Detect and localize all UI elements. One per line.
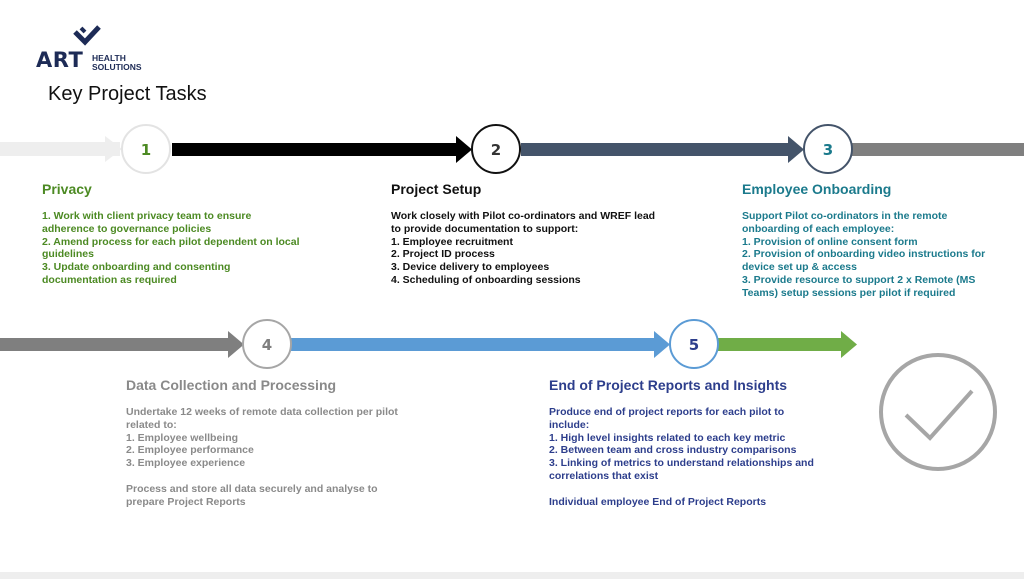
flow-segment-2-3 [521,143,788,156]
step-node-4: 4 [242,319,292,369]
step-1-line: documentation as required [42,273,177,286]
step-1-heading: Privacy [42,181,92,197]
step-5-line [549,483,814,496]
step-3-line: 3. Provide resource to support 2 x Remot… [742,273,976,286]
step-1-line: 2. Amend process for each pilot dependen… [42,235,300,248]
step-3-line: 1. Provision of online consent form [742,235,918,248]
step-5-line: Individual employee End of Project Repor… [549,495,767,508]
step-5-heading: End of Project Reports and Insights [549,377,788,393]
step-1-description: 1. Work with client privacy team to ensu… [42,210,300,287]
step-5-line: Produce end of project reports for each … [549,406,785,418]
step-4-line: 3. Employee experience [126,457,246,470]
flow-segment-5-end [718,338,841,351]
step-4-line: prepare Project Reports [126,495,246,508]
step-number-5: 5 [689,336,699,354]
step-5-line: 3. Linking of metrics to understand rela… [549,457,814,470]
flow-segment-4-5 [290,338,654,351]
step-2-line: 1. Employee recruitment [391,235,513,248]
logo-subtitle-line2: SOLUTIONS [92,61,142,72]
step-3-heading: Employee Onboarding [742,181,892,197]
step-3-line: Teams) setup sessions per pilot if requi… [742,286,956,299]
step-2-line: 2. Project ID process [391,248,495,261]
flow-segment-1-2 [172,143,456,156]
step-2-heading: Project Setup [391,181,482,197]
step-2-description: Work closely with Pilot co-ordinators an… [391,210,655,287]
step-2-line: Work closely with Pilot co-ordinators an… [391,210,656,222]
flow-arrowhead-1-2 [456,136,472,163]
flow-segment-3-out [852,143,1024,156]
step-number-1: 1 [141,141,151,159]
step-4-line: related to: [126,418,177,431]
step-node-5: 5 [669,319,719,369]
step-number-2: 2 [491,141,501,159]
slide-bottom-edge [0,572,1024,579]
step-1-line: 1. Work with client privacy team to ensu… [42,210,252,222]
step-5-line: 1. High level insights related to each k… [549,431,786,444]
step-5-line: include: [549,418,590,431]
flow-arrowhead-in-4 [228,331,244,358]
flow-segment-in-4 [0,338,228,351]
step-3-line: onboarding of each employee: [742,222,895,235]
step-node-2: 2 [471,124,521,174]
step-number-3: 3 [823,141,833,159]
step-4-line: Undertake 12 weeks of remote data collec… [126,406,398,418]
step-4-line: 1. Employee wellbeing [126,431,239,444]
logo-chevron-icon [73,25,101,46]
step-3-line: device set up & access [742,261,857,274]
step-node-1: 1 [121,124,171,174]
step-5-line: correlations that exist [549,469,659,482]
step-2-line: 4. Scheduling of onboarding sessions [391,273,581,286]
step-4-line: 2. Employee performance [126,444,254,457]
step-2-line: to provide documentation to support: [391,222,579,235]
logo-wordmark: ART [36,48,84,72]
step-node-3: 3 [803,124,853,174]
flow-arrowhead-4-5 [654,331,670,358]
page-title: Key Project Tasks [48,83,207,105]
step-5-line: 2. Between team and cross industry compa… [549,444,797,457]
step-1-line: adherence to governance policies [42,222,212,235]
step-1-line: 3. Update onboarding and consenting [42,261,231,274]
flow-segment-start [0,142,120,156]
step-4-heading: Data Collection and Processing [126,377,337,393]
flow-arrowhead-5-end [841,331,857,358]
step-5-description: Produce end of project reports for each … [549,406,814,508]
step-2-line: 3. Device delivery to employees [391,261,550,274]
step-4-line [126,470,398,483]
step-1-line: guidelines [42,248,94,261]
step-3-description: Support Pilot co-ordinators in the remot… [742,210,985,300]
step-4-line: Process and store all data securely and … [126,482,378,495]
checkmark-circle-icon [879,353,997,471]
flow-arrowhead-start [105,136,122,162]
step-number-4: 4 [262,336,272,354]
step-4-description: Undertake 12 weeks of remote data collec… [126,406,398,508]
step-3-line: 2. Provision of onboarding video instruc… [742,248,986,261]
step-3-line: Support Pilot co-ordinators in the remot… [742,210,948,222]
flow-arrowhead-2-3 [788,136,804,163]
logo-subtitle-line1: HEALTH [92,53,126,63]
logo-subtitle: HEALTH SOLUTIONS [92,54,142,71]
